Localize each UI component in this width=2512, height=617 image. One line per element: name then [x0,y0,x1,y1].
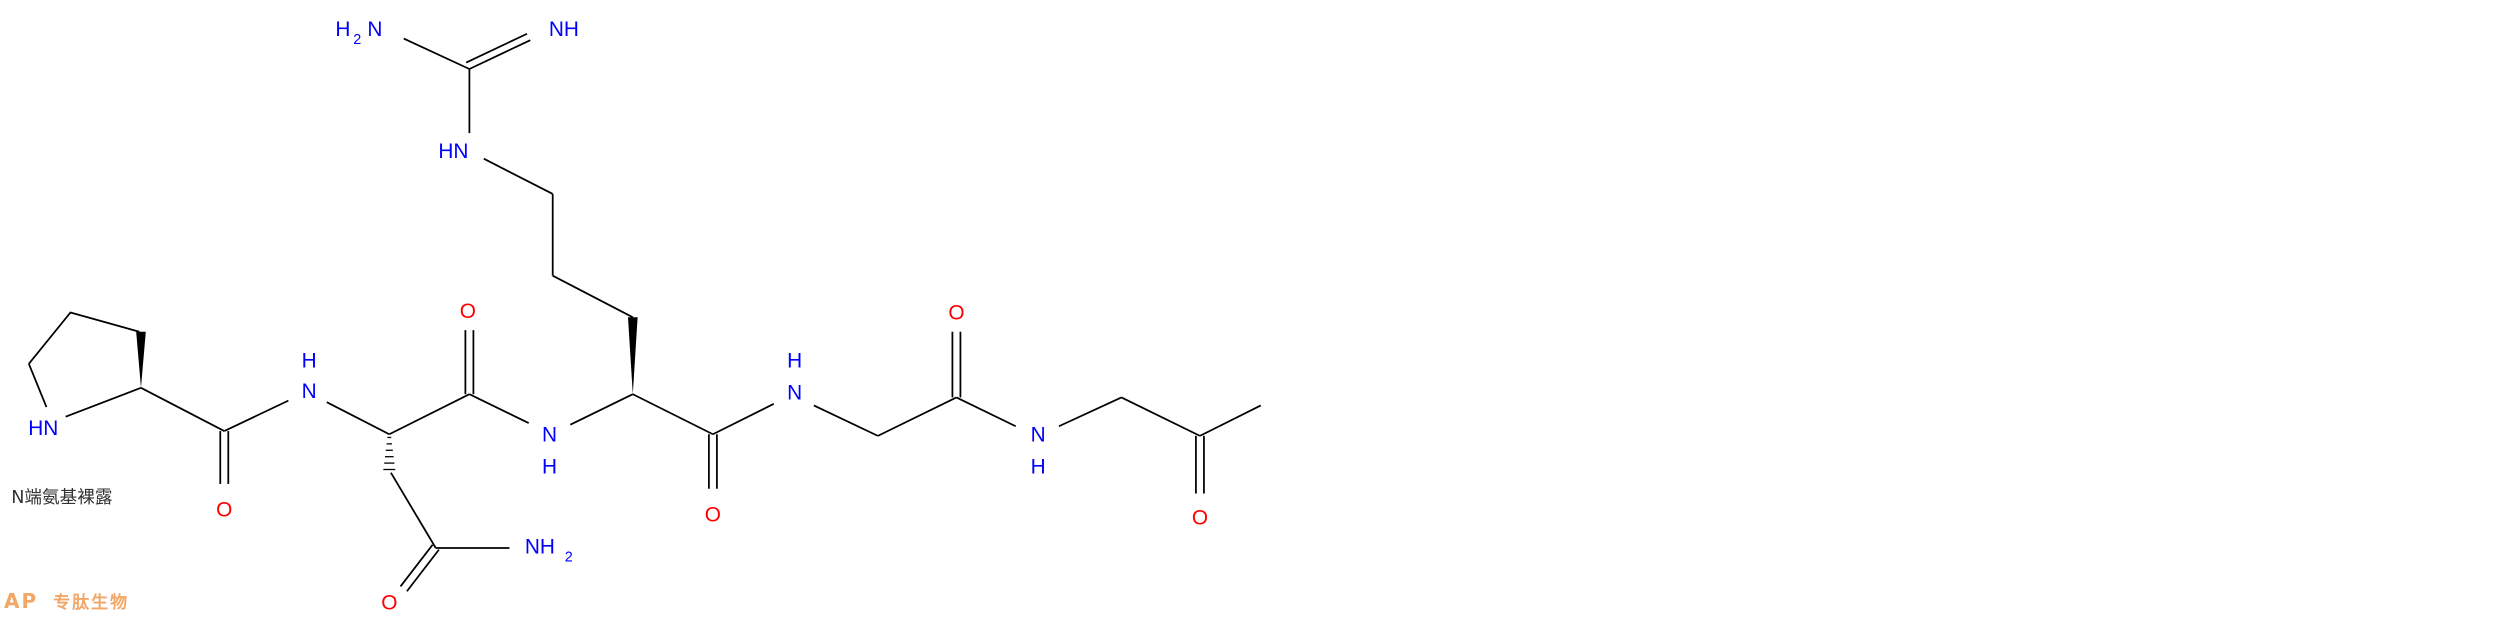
gly-4-group: H N O [787,302,1017,437]
company-logo: AP 专肽生物 [4,588,129,613]
logo-mark: AP [4,589,39,613]
svg-text:NH: NH [549,18,579,41]
svg-text:O: O [1192,507,1208,530]
svg-text:H: H [302,350,317,373]
gly-5-group: N H O [1031,396,1262,530]
svg-text:HN: HN [28,417,58,440]
svg-text:N: N [542,423,557,446]
svg-text:H: H [335,18,350,41]
svg-text:O: O [705,503,721,526]
logo-text: 专肽生物 [53,593,130,613]
asn-2-group: H N O O NH 2 [302,300,573,615]
svg-text:H: H [787,350,802,373]
svg-text:N: N [302,380,317,403]
svg-text:NH: NH [525,536,555,559]
svg-text:N: N [787,382,802,405]
n-term-note: N端氨基裸露 [11,488,113,508]
pro-1-group: HN O [28,311,289,522]
svg-text:O: O [460,300,476,323]
svg-text:N: N [1031,423,1046,446]
svg-text:2: 2 [565,549,573,565]
svg-text:O: O [948,302,964,325]
svg-text:H: H [542,455,557,478]
svg-text:HN: HN [438,140,468,163]
arg-3-group: N H HN H 2 N NH O [335,18,775,526]
svg-text:O: O [216,499,232,522]
svg-text:H: H [1031,455,1046,478]
svg-text:O: O [381,592,397,615]
svg-text:N: N [367,18,382,41]
svg-text:2: 2 [353,32,361,48]
